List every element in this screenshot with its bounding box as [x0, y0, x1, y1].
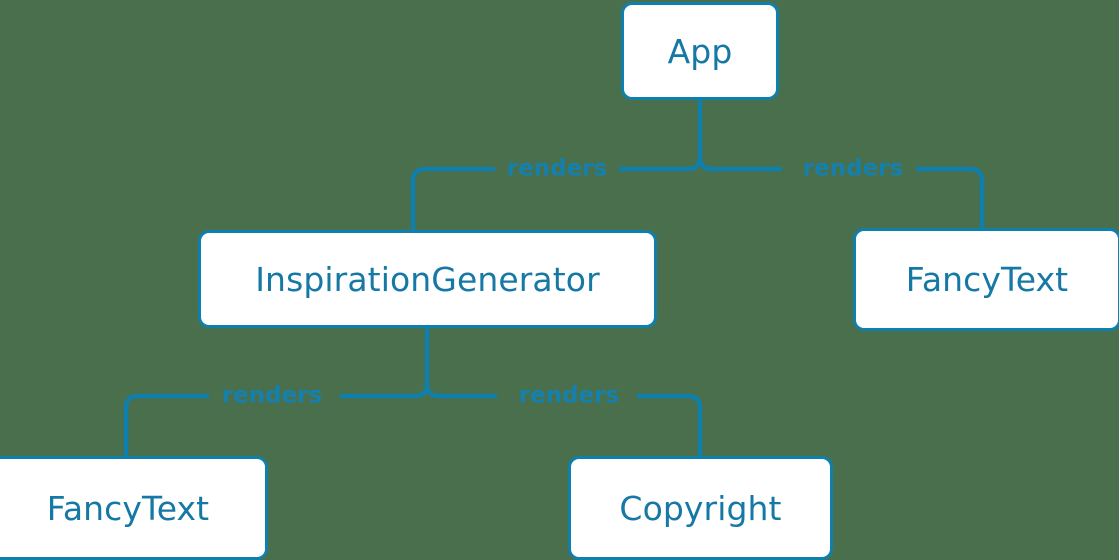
node-inspiration-generator-label: InspirationGenerator	[255, 259, 600, 299]
node-fancytext-right-label: FancyText	[905, 260, 1069, 299]
node-copyright-label: Copyright	[619, 488, 782, 528]
node-app-label: App	[667, 31, 733, 71]
node-app[interactable]: App	[621, 2, 779, 100]
edge-label-inspiration-generator-to-fancytext-bottom: renders	[221, 382, 323, 409]
node-inspiration-generator[interactable]: InspirationGenerator	[198, 230, 657, 328]
edge-app-to-fancytext-right	[697, 156, 985, 228]
node-copyright[interactable]: Copyright	[568, 456, 833, 560]
node-fancytext-right[interactable]: FancyText	[853, 228, 1119, 331]
node-fancytext-bottom[interactable]: FancyText	[0, 456, 268, 560]
node-fancytext-bottom-label: FancyText	[46, 488, 210, 528]
edge-label-inspiration-generator-to-copyright: renders	[518, 382, 620, 409]
edge-label-app-to-inspiration-generator: renders	[506, 155, 608, 182]
edge-label-app-to-fancytext-right: renders	[802, 155, 904, 182]
edge-inspiration-generator-to-copyright	[424, 383, 703, 456]
